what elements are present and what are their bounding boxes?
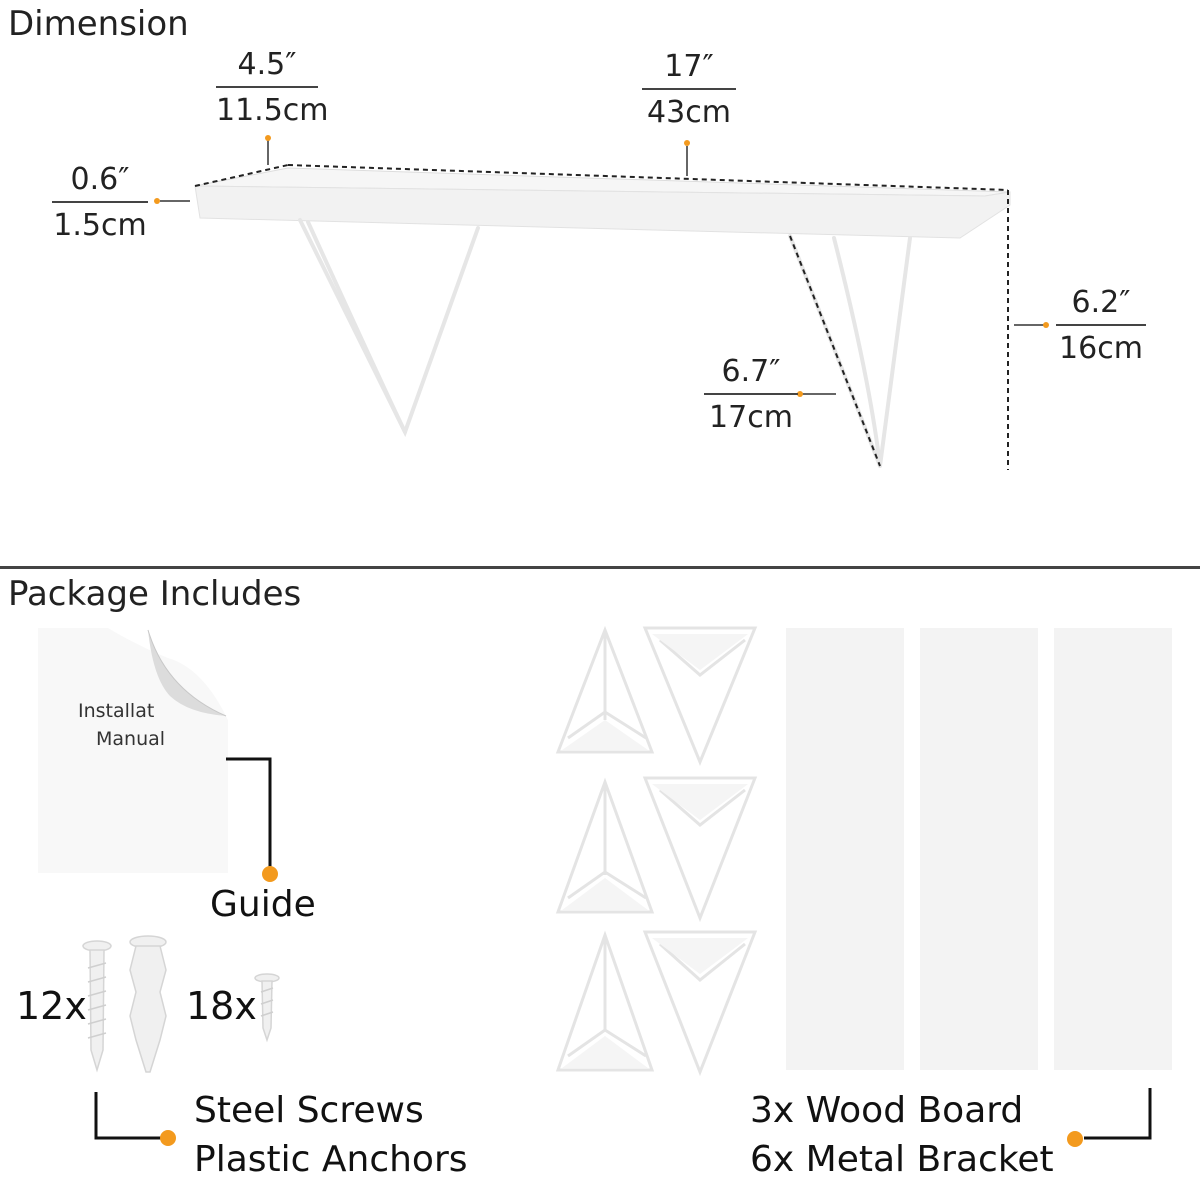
page-curl-icon <box>108 628 228 720</box>
depth-dimension: 4.5″ 11.5cm <box>216 50 329 128</box>
dimension-title: Dimension <box>8 4 189 44</box>
package-left-graphics <box>82 757 280 1146</box>
items-label-line2: 6x Metal Bracket <box>750 1139 1054 1180</box>
right-bracket <box>788 234 912 468</box>
height-inches: 6.2″ <box>1056 288 1146 326</box>
bracket-dimension: 6.7″ 17cm <box>704 357 798 433</box>
metal-brackets <box>555 625 758 1077</box>
length-inches: 17″ <box>642 52 736 90</box>
manual-text-line2: Manual <box>96 728 166 750</box>
length-dimension: 17″ 43cm <box>642 52 736 128</box>
bracket-inches: 6.7″ <box>704 357 798 395</box>
guide-leader-line <box>226 757 272 872</box>
bracket-right-3 <box>642 930 758 1077</box>
bracket-left-3 <box>555 930 655 1072</box>
items-leader-line <box>1084 1088 1152 1140</box>
package-title: Package Includes <box>8 574 302 614</box>
anchor-icon <box>129 935 167 1073</box>
section-divider <box>0 566 1200 569</box>
installation-manual: Installat Manual <box>38 628 228 873</box>
shelf-board <box>194 185 1011 239</box>
accent-dots <box>154 135 1049 397</box>
small-screw-icon <box>254 973 280 1043</box>
height-dimension: 6.2″ 16cm <box>1056 288 1146 364</box>
hardware-label-line2: Plastic Anchors <box>194 1139 468 1180</box>
items-label-line1: 3x Wood Board <box>750 1090 1024 1131</box>
screw-icon <box>82 940 112 1073</box>
bracket-right-2 <box>642 776 758 923</box>
length-cm: 43cm <box>647 95 731 130</box>
shelf-diagram <box>154 135 1049 470</box>
depth-cm: 11.5cm <box>216 93 329 128</box>
wood-board-2 <box>920 628 1038 1070</box>
screws-quantity: 12x <box>16 984 87 1028</box>
wood-board-3 <box>1054 628 1172 1070</box>
bracket-cm: 17cm <box>709 400 793 435</box>
wood-board-1 <box>786 628 904 1070</box>
anchors-quantity: 18x <box>186 984 257 1028</box>
items-leader <box>1067 1088 1152 1147</box>
left-bracket <box>298 218 480 438</box>
thickness-dimension: 0.6″ 1.5cm <box>52 165 148 241</box>
leader-lines <box>160 140 1046 395</box>
bracket-left-2 <box>555 777 655 914</box>
depth-inches: 4.5″ <box>216 50 318 88</box>
thickness-inches: 0.6″ <box>52 165 148 203</box>
guide-dot-icon <box>262 866 278 882</box>
items-dot-icon <box>1067 1131 1083 1147</box>
hardware-leader-line <box>94 1092 164 1140</box>
thickness-cm: 1.5cm <box>53 208 147 243</box>
height-cm: 16cm <box>1059 331 1143 366</box>
hardware-label-line1: Steel Screws <box>194 1090 424 1131</box>
manual-text-line1: Installat <box>78 700 155 722</box>
bracket-right-1 <box>642 626 758 766</box>
hardware-dot-icon <box>160 1130 176 1146</box>
guide-label: Guide <box>210 884 316 925</box>
bracket-left-1 <box>555 625 655 754</box>
dimension-guides <box>194 164 1009 470</box>
